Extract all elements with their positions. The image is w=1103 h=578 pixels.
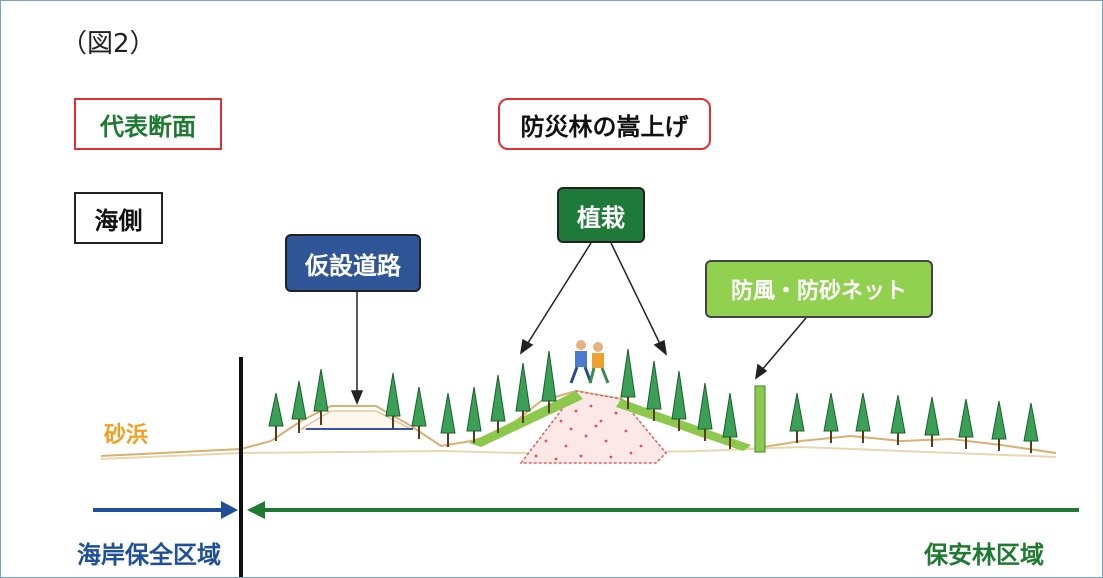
planting-label: 植栽	[557, 187, 645, 243]
coast-zone-arrowhead	[221, 501, 238, 519]
hikers-icon	[569, 340, 610, 384]
tree-icon	[466, 386, 482, 432]
coast-zone-label: 海岸保全区域	[77, 541, 221, 569]
tree-icon	[855, 392, 871, 432]
embankment-core	[519, 390, 668, 464]
sea-side-label: 海側	[74, 192, 163, 244]
tree-icon	[440, 392, 456, 434]
temporary-road-label: 仮設道路	[285, 234, 421, 292]
planting-callout-right	[610, 242, 662, 347]
road-callout-arrowhead	[350, 390, 364, 405]
tree-icon	[515, 362, 531, 412]
tree-icon	[620, 348, 636, 398]
representative-section-label: 代表断面	[74, 98, 222, 150]
wind-sand-net-label: 防風・防砂ネット	[705, 260, 933, 318]
sand-beach-label: 砂浜	[104, 423, 149, 448]
forest-zone-arrowhead	[247, 501, 265, 519]
tree-icon	[268, 392, 284, 427]
embankment-fill-dots	[534, 404, 643, 461]
tree-icon	[541, 350, 557, 402]
planting-callout-left-head	[519, 338, 534, 355]
tree-trunks	[275, 397, 1032, 453]
tree-icon	[890, 394, 906, 434]
ground-line	[100, 389, 1057, 457]
tree-icon	[646, 360, 662, 410]
tree-icon	[823, 392, 839, 432]
figure-label: （図2）	[61, 29, 156, 59]
net-callout-line	[760, 317, 807, 372]
tree-icon	[697, 382, 713, 430]
tree-icon	[991, 400, 1007, 440]
wind-sand-net-icon	[754, 385, 766, 453]
tree-icon	[411, 386, 427, 427]
tree-icon	[671, 370, 687, 420]
planting-callout-left	[525, 242, 592, 347]
tree-icon	[490, 374, 506, 422]
tree-icon	[789, 392, 805, 432]
tree-icon	[385, 372, 401, 417]
tree-icon	[722, 392, 738, 438]
tree-icon	[291, 380, 307, 420]
tree-icon	[924, 396, 940, 436]
planting-slope-right	[616, 399, 751, 451]
tree-icon	[958, 398, 974, 438]
tree-icon	[1023, 402, 1039, 442]
forest-zone-label: 保安林区域	[924, 541, 1044, 569]
net-callout-arrowhead	[754, 363, 768, 380]
planting-callout-right-head	[653, 339, 668, 356]
raise-title-label: 防災林の嵩上げ	[498, 98, 711, 150]
tree-icon	[313, 368, 329, 412]
